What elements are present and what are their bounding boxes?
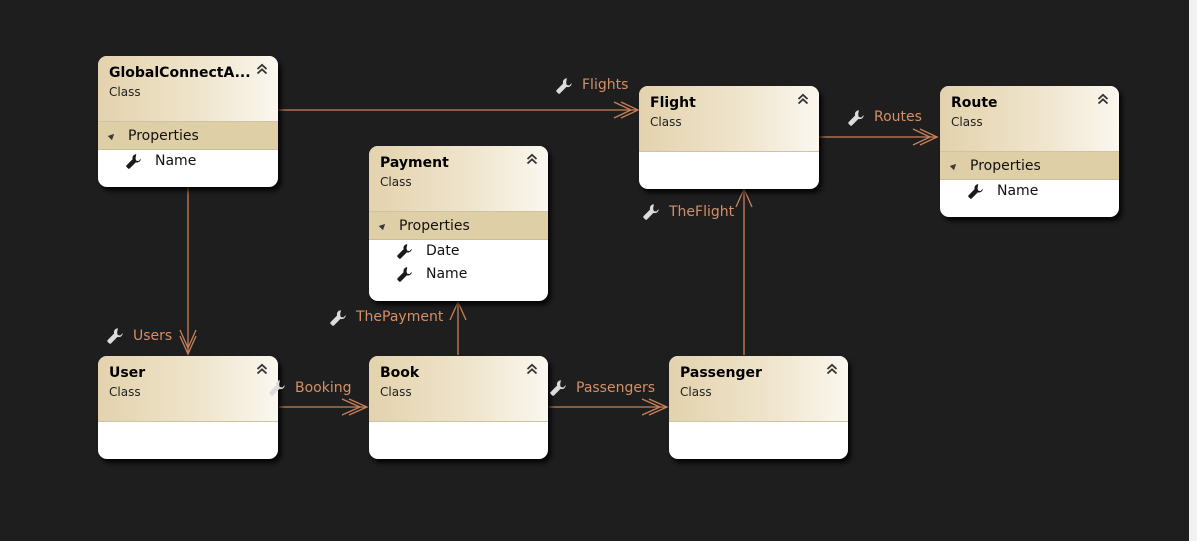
class-header[interactable]: Flight Class (639, 86, 819, 152)
class-box-route[interactable]: Route Class Properties Name (940, 86, 1119, 217)
properties-section-header[interactable]: Properties (98, 122, 278, 150)
class-kind: Class (380, 175, 412, 189)
wrench-icon (555, 77, 573, 95)
association-label-booking[interactable]: Booking (295, 380, 352, 396)
class-name: Route (951, 95, 998, 111)
wrench-icon (106, 327, 124, 345)
property-name: Date (426, 243, 460, 259)
class-header[interactable]: Book Class (369, 356, 548, 422)
expanded-triangle-icon[interactable] (107, 131, 117, 141)
association-label-thepayment[interactable]: ThePayment (356, 309, 444, 325)
property-row[interactable]: Name (369, 263, 548, 286)
collapse-chevron-icon[interactable] (1096, 92, 1110, 106)
section-title: Properties (970, 158, 1041, 174)
wrench-icon (847, 109, 865, 127)
class-box-payment[interactable]: Payment Class Properties Date Name (369, 146, 548, 301)
association-label-routes[interactable]: Routes (874, 109, 922, 125)
class-header[interactable]: Payment Class (369, 146, 548, 212)
section-title: Properties (128, 128, 199, 144)
class-name: Passenger (680, 365, 762, 381)
class-kind: Class (680, 385, 712, 399)
collapse-chevron-icon[interactable] (255, 362, 269, 376)
class-box-book[interactable]: Book Class (369, 356, 548, 459)
wrench-icon (268, 379, 286, 397)
association-label-passengers[interactable]: Passengers (576, 380, 656, 396)
wrench-icon (329, 309, 347, 327)
class-box-flight[interactable]: Flight Class (639, 86, 819, 189)
class-kind: Class (109, 85, 141, 99)
class-name: Flight (650, 95, 696, 111)
wrench-icon (549, 379, 567, 397)
class-name: Book (380, 365, 420, 381)
property-name: Name (426, 266, 468, 282)
class-name: GlobalConnectA... (109, 65, 251, 81)
collapse-chevron-icon[interactable] (796, 92, 810, 106)
property-row[interactable]: Name (98, 150, 278, 173)
class-name: Payment (380, 155, 449, 171)
wrench-icon (125, 153, 142, 170)
collapse-chevron-icon[interactable] (255, 62, 269, 76)
association-label-users[interactable]: Users (133, 328, 173, 344)
class-header[interactable]: Route Class (940, 86, 1119, 152)
wrench-icon (642, 203, 660, 221)
class-box-passenger[interactable]: Passenger Class (669, 356, 848, 459)
class-kind: Class (380, 385, 412, 399)
section-title: Properties (399, 218, 470, 234)
wrench-icon (396, 266, 413, 283)
class-header[interactable]: GlobalConnectA... Class (98, 56, 278, 122)
class-kind: Class (951, 115, 983, 129)
class-kind: Class (109, 385, 141, 399)
properties-section-header[interactable]: Properties (940, 152, 1119, 180)
class-box-globalconnect[interactable]: GlobalConnectA... Class Properties Name (98, 56, 278, 187)
properties-section-header[interactable]: Properties (369, 212, 548, 240)
property-name: Name (997, 183, 1039, 199)
property-name: Name (155, 153, 197, 169)
class-box-user[interactable]: User Class (98, 356, 278, 459)
property-row[interactable]: Name (940, 180, 1119, 203)
class-kind: Class (650, 115, 682, 129)
collapse-chevron-icon[interactable] (525, 152, 539, 166)
expanded-triangle-icon[interactable] (949, 161, 959, 171)
canvas-edge (1189, 0, 1197, 541)
association-label-theflight[interactable]: TheFlight (669, 204, 735, 220)
class-name: User (109, 365, 146, 381)
expanded-triangle-icon[interactable] (378, 221, 388, 231)
association-label-flights[interactable]: Flights (582, 77, 629, 93)
collapse-chevron-icon[interactable] (525, 362, 539, 376)
property-row[interactable]: Date (369, 240, 548, 263)
wrench-icon (967, 183, 984, 200)
class-header[interactable]: User Class (98, 356, 278, 422)
collapse-chevron-icon[interactable] (825, 362, 839, 376)
class-header[interactable]: Passenger Class (669, 356, 848, 422)
wrench-icon (396, 243, 413, 260)
